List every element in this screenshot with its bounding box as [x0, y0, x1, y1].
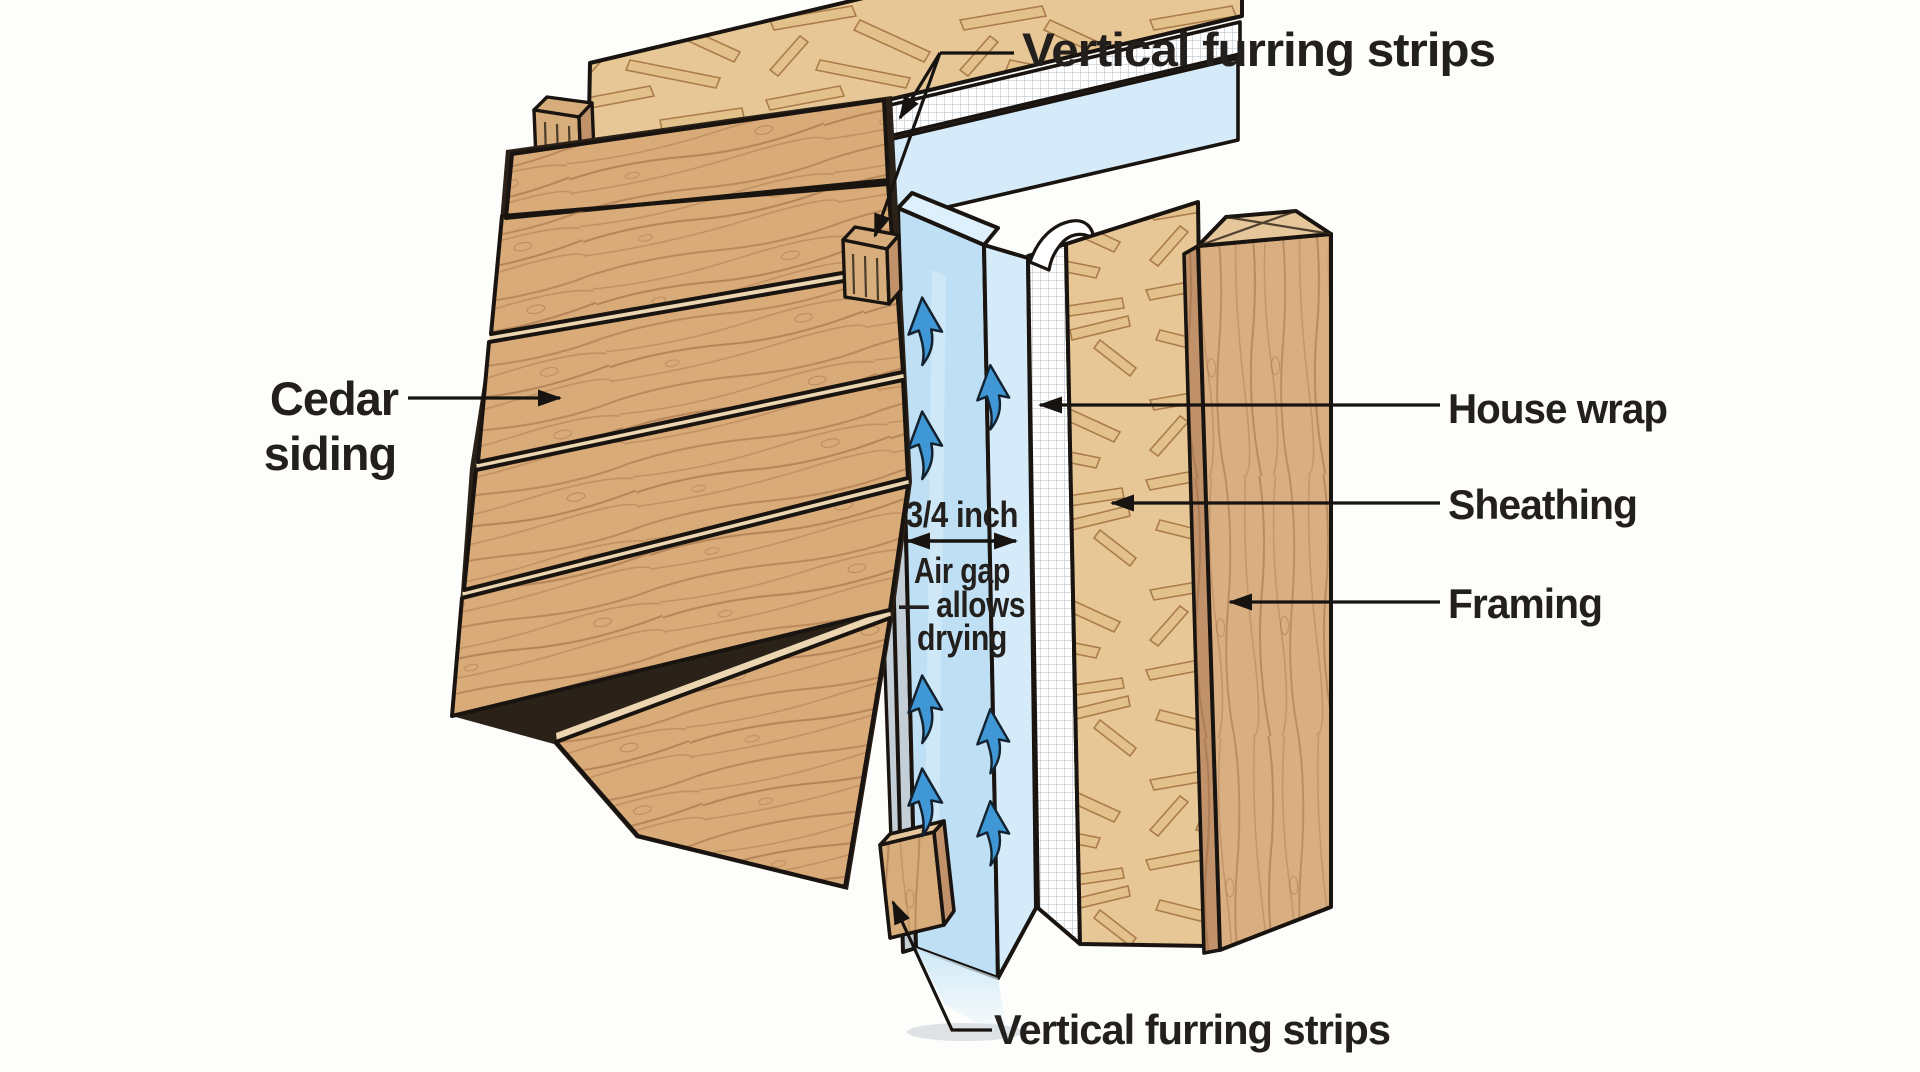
labels: Vertical furring strips Cedar siding Hou… [264, 23, 1668, 1053]
air-gap-size-text: 3/4 inch [906, 494, 1018, 535]
label-vertical-furring-top: Vertical furring strips [1022, 23, 1495, 76]
leader-furring-bottom [891, 900, 992, 1032]
air-gap-drip [916, 948, 1008, 1042]
leader-furring-top-1 [898, 52, 942, 120]
leader-lines [408, 51, 1440, 1032]
furring-strip-top-right [841, 225, 903, 306]
label-vertical-furring-bottom: Vertical furring strips [994, 1006, 1390, 1053]
air-gap-text-line2: — allows [899, 584, 1025, 625]
framing-top-chamfer-lines [1197, 209, 1332, 248]
air-gap-annotation: 3/4 inch Air gap — allows drying [899, 494, 1026, 658]
air-gap-text-line3: drying [917, 617, 1007, 658]
leader-furring-top-2 [873, 52, 942, 238]
air-gap-text-line1: Air gap [914, 550, 1010, 591]
label-cedar-line1: Cedar [270, 372, 399, 425]
label-house-wrap: House wrap [1448, 385, 1667, 432]
label-sheathing: Sheathing [1448, 481, 1637, 528]
framing-stud [1182, 209, 1333, 955]
furring-strip-bottom-piece [878, 819, 956, 940]
label-cedar-line2: siding [264, 427, 396, 480]
air-gap-panel [882, 191, 1038, 980]
cedar-siding [450, 96, 912, 890]
label-framing: Framing [1448, 580, 1602, 627]
air-gap-highlight [924, 270, 946, 930]
